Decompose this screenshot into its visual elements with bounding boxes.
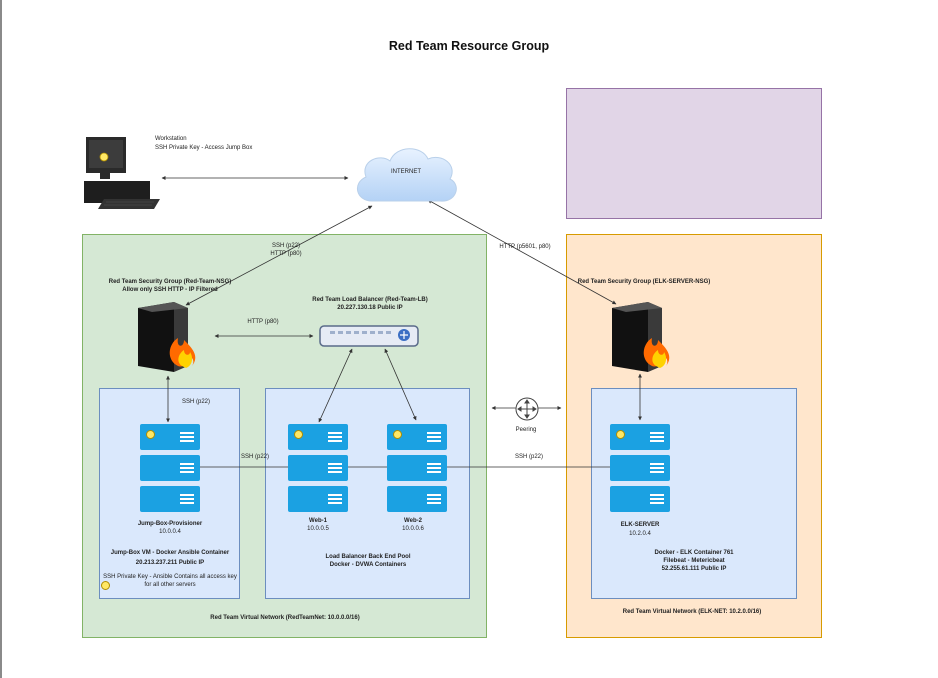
workstation-label: Workstation bbox=[155, 136, 187, 142]
left-border bbox=[0, 0, 2, 678]
web-2-server-icon bbox=[387, 424, 447, 517]
elk-server-icon bbox=[610, 424, 670, 517]
firewall-icon bbox=[612, 302, 670, 372]
key-icon bbox=[146, 430, 155, 439]
jump-ip: 10.0.0.4 bbox=[159, 529, 181, 535]
elk-vnet-label: Red Team Virtual Network (ELK-NET: 10.2.… bbox=[622, 609, 762, 615]
web1-ip: 10.0.0.5 bbox=[307, 526, 329, 532]
web-1-server-icon bbox=[288, 424, 348, 517]
firewall-icon bbox=[138, 302, 196, 372]
web2-ip: 10.0.0.6 bbox=[402, 526, 424, 532]
elk-beats: Filebeat - Metericbeat bbox=[663, 558, 725, 564]
cloud-icon bbox=[357, 148, 457, 202]
http-fw-lb-label: HTTP (p80) bbox=[247, 319, 279, 325]
line-lb-web2 bbox=[384, 348, 417, 421]
pool-desc: Docker - DVWA Containers bbox=[329, 562, 407, 568]
key-icon bbox=[294, 430, 303, 439]
key-icon bbox=[616, 430, 625, 439]
ssh-in-label: SSH (p22) bbox=[271, 243, 301, 249]
http-in-label: HTTP (p80) bbox=[270, 251, 302, 257]
jump-key-note-2: for all other servers bbox=[144, 582, 196, 588]
jump-name: Jump-Box-Provisioner bbox=[137, 521, 203, 527]
lb-ip: 20.227.130.18 Public IP bbox=[337, 305, 403, 311]
workstation-icon bbox=[84, 137, 160, 209]
jump-box-server-icon bbox=[140, 424, 200, 517]
elk-public-ip: 52.255.61.111 Public IP bbox=[661, 566, 727, 572]
red-vnet-label: Red Team Virtual Network (RedTeamNet: 10… bbox=[210, 615, 360, 621]
elk-ip: 10.2.0.4 bbox=[629, 531, 651, 537]
line-internet-elk bbox=[427, 199, 617, 305]
jump-vm: Jump-Box VM - Docker Ansible Container bbox=[110, 550, 230, 556]
key-icon bbox=[393, 430, 402, 439]
peering-label: Peering bbox=[515, 427, 537, 433]
lb-name: Red Team Load Balancer (Red-Team-LB) bbox=[312, 297, 428, 303]
ssh-fw-jump-label: SSH (p22) bbox=[181, 399, 211, 405]
jump-public-ip: 20.213.237.211 Public IP bbox=[135, 560, 205, 566]
http-elk-label: HTTP (p5601, p80) bbox=[499, 244, 551, 250]
load-balancer-icon bbox=[319, 325, 419, 347]
elk-container: Docker - ELK Container 761 bbox=[654, 550, 734, 556]
web1-name: Web-1 bbox=[309, 518, 327, 524]
line-internet-nsg bbox=[185, 205, 373, 306]
elk-nsg-label: Red Team Security Group (ELK-SERVER-NSG) bbox=[577, 279, 711, 285]
red-nsg-rule: Allow only SSH HTTP - IP Filtered bbox=[122, 287, 218, 293]
ssh-web-elk-label: SSH (p22) bbox=[514, 454, 544, 460]
purple-group-box bbox=[566, 88, 822, 219]
elk-name: ELK-SERVER bbox=[620, 522, 660, 528]
jump-key-note-1: SSH Private Key - Ansible Contains all a… bbox=[103, 574, 237, 580]
red-nsg-label: Red Team Security Group (Red-Team-NSG) bbox=[108, 279, 232, 285]
pool-name: Load Balancer Back End Pool bbox=[325, 554, 411, 560]
internet-label: INTERNET bbox=[391, 169, 421, 175]
line-lb-web1 bbox=[318, 348, 353, 423]
web2-name: Web-2 bbox=[404, 518, 422, 524]
key-icon bbox=[101, 581, 110, 590]
router-icon bbox=[515, 397, 539, 421]
diagram-title: Red Team Resource Group bbox=[388, 39, 550, 53]
ssh-jump-web-label: SSH (p22) bbox=[240, 454, 270, 460]
workstation-note: SSH Private Key - Access Jump Box bbox=[155, 145, 253, 151]
